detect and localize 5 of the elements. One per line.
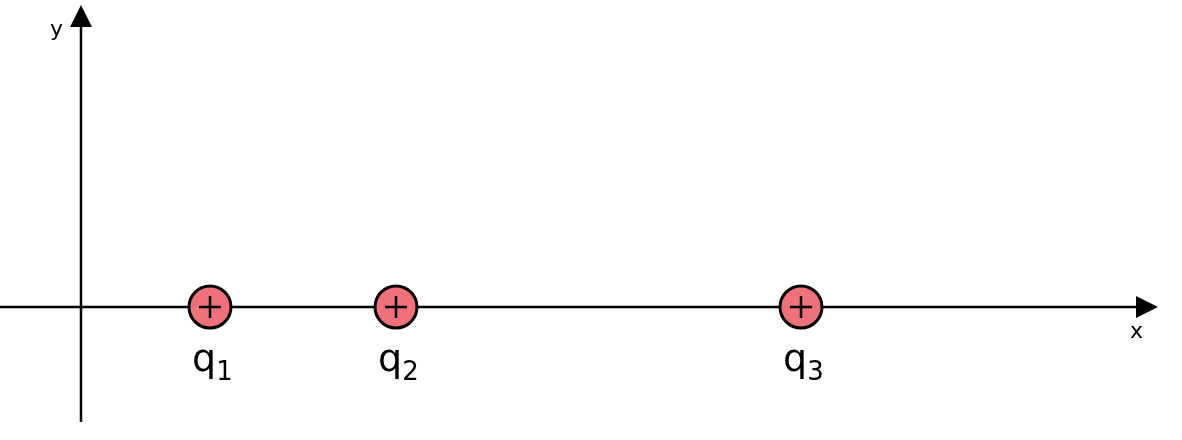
charge-label: q$_{3}$ xyxy=(783,339,824,384)
axis-label: y xyxy=(50,18,64,40)
axis-label: x xyxy=(1130,320,1144,342)
charge-label: q$_{2}$ xyxy=(378,339,419,384)
charge-label: q$_{1}$ xyxy=(192,339,233,384)
